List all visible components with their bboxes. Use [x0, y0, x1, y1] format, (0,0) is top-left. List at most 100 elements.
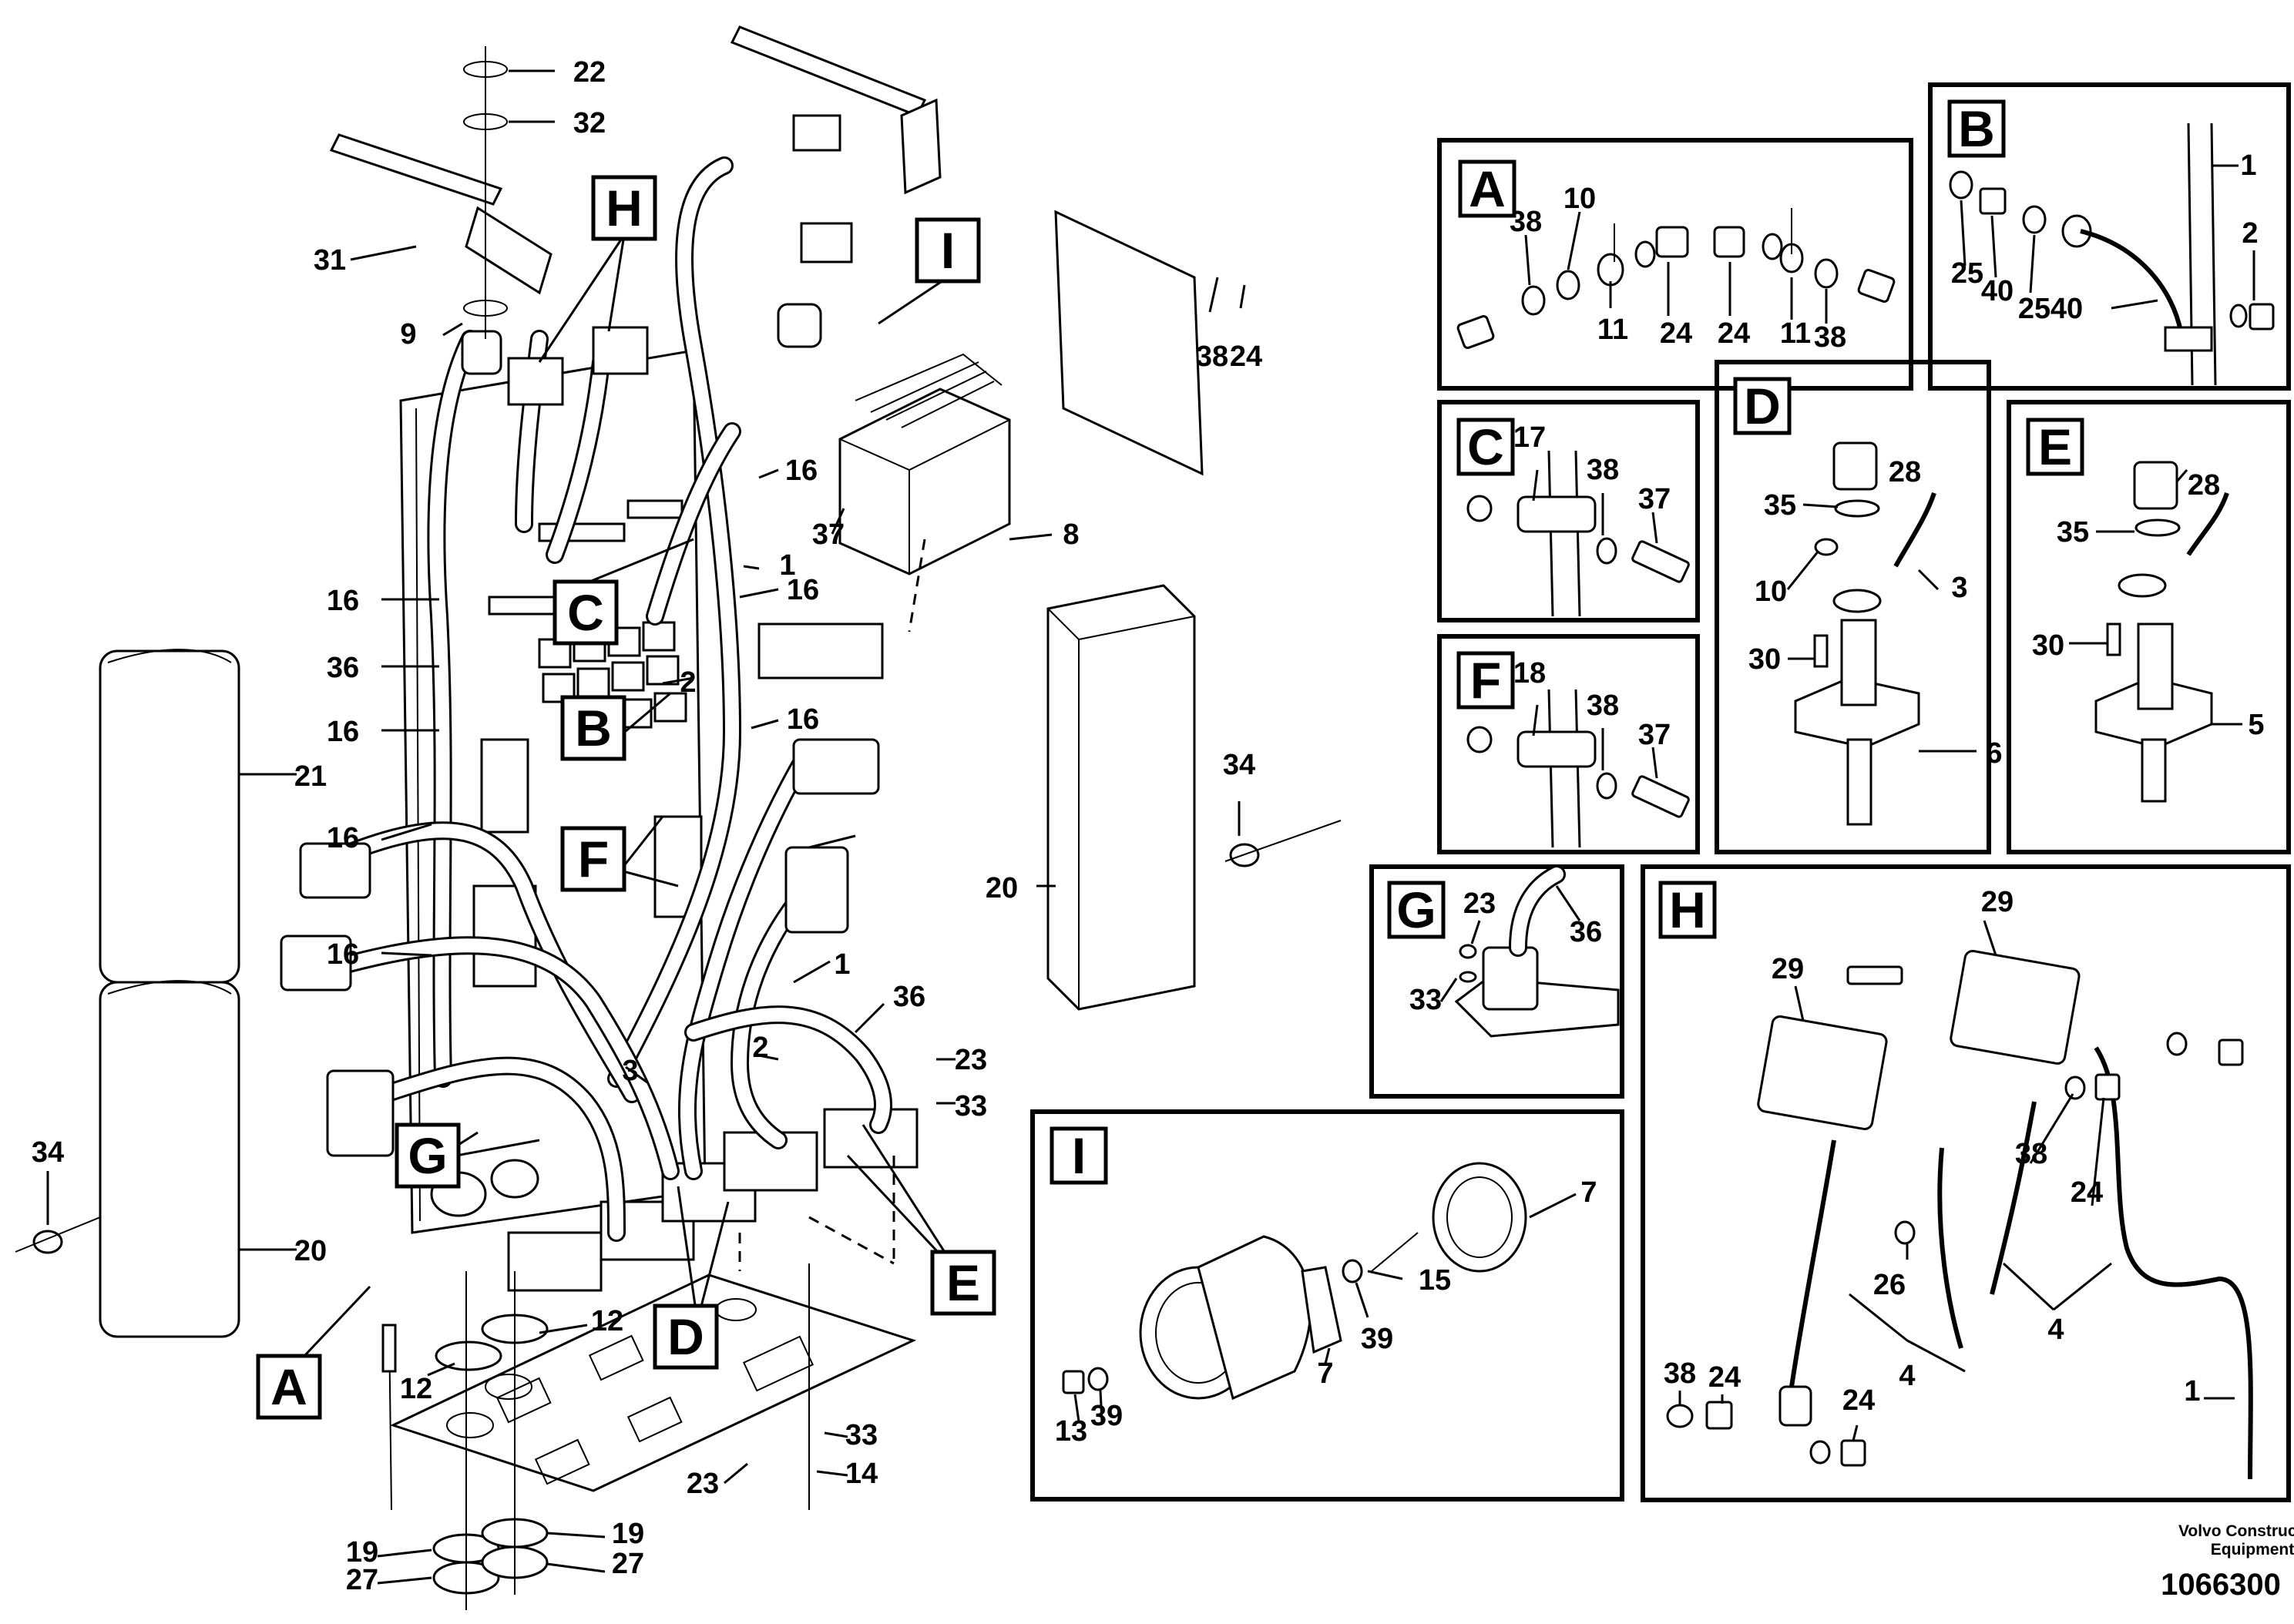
callout-h-24: 24: [1708, 1361, 1741, 1394]
svg-text:F: F: [578, 830, 609, 887]
svg-text:D: D: [1744, 377, 1781, 435]
callout-d-10: 10: [1755, 575, 1787, 608]
loose-connector: [792, 738, 880, 795]
svg-text:C: C: [1467, 418, 1504, 475]
callout-d-28: 28: [1889, 456, 1921, 488]
callout-main-2: 2: [680, 666, 696, 699]
callout-main-16: 16: [327, 822, 359, 854]
svg-text:H: H: [606, 180, 643, 237]
bracket-31: [329, 133, 503, 206]
callout-a-11: 11: [1597, 314, 1628, 346]
panel-connector: [480, 738, 529, 834]
callout-main-12: 12: [591, 1305, 623, 1337]
callout-main-34: 34: [32, 1136, 64, 1169]
detail-f-parts: [1466, 689, 1690, 848]
locator-tag-d: D: [653, 1304, 719, 1370]
detail-h-parts: [1666, 950, 2253, 1480]
relay-module: [592, 326, 649, 375]
svg-text:I: I: [941, 222, 955, 279]
detail-panel-g: [1369, 864, 1624, 1099]
callout-g-23: 23: [1463, 887, 1496, 920]
locator-tag-a: A: [256, 1354, 322, 1420]
callout-d-30: 30: [1748, 643, 1781, 676]
callout-b-40: 40: [2050, 293, 2083, 325]
callout-main-14: 14: [845, 1458, 878, 1490]
callout-b-1: 1: [2240, 149, 2256, 182]
callout-f-18: 18: [1513, 657, 1546, 690]
callout-a-24: 24: [1660, 317, 1692, 350]
cover-20-side: [1046, 584, 1196, 1011]
callout-main-19: 19: [346, 1536, 378, 1569]
callout-main-37: 37: [812, 518, 845, 551]
callout-main-24: 24: [1230, 341, 1262, 373]
callout-b-2: 2: [2242, 217, 2258, 250]
callout-e-30: 30: [2032, 629, 2064, 662]
detail-panel-a: [1437, 138, 1913, 391]
callout-b-25: 25: [2018, 293, 2050, 325]
callout-b-25: 25: [1951, 257, 1983, 290]
relay-module: [507, 357, 564, 406]
callout-h-4: 4: [1899, 1360, 1915, 1392]
callout-main-16: 16: [327, 716, 359, 748]
seal-12: [435, 1340, 502, 1371]
callout-main-2: 2: [752, 1032, 768, 1064]
detail-tag-b: B: [1947, 99, 2006, 158]
detail-tag-a: A: [1458, 159, 1516, 218]
callout-main-16: 16: [787, 574, 819, 606]
detail-c-parts: [1466, 450, 1690, 617]
callout-h-29: 29: [1772, 953, 1804, 985]
callout-h-4: 4: [2047, 1314, 2064, 1346]
svg-text:G: G: [408, 1127, 447, 1184]
callout-main-19: 19: [612, 1518, 644, 1550]
callout-main-8: 8: [1063, 518, 1079, 551]
svg-text:A: A: [1469, 160, 1506, 217]
detail-tag-g: G: [1387, 881, 1446, 939]
callout-main-23: 23: [955, 1044, 987, 1076]
callout-c-38: 38: [1587, 454, 1619, 486]
detail-d-parts: [1794, 441, 1936, 826]
svg-text:E: E: [946, 1254, 980, 1311]
callout-d-6: 6: [1986, 737, 2002, 770]
cover-20: [99, 981, 240, 1338]
brand-line-1: Volvo Construction: [2178, 1522, 2294, 1540]
callout-g-36: 36: [1570, 916, 1602, 948]
loose-connector: [299, 842, 371, 899]
svg-text:F: F: [1470, 652, 1501, 709]
locator-tag-e: E: [930, 1250, 996, 1316]
plug-connector: [792, 114, 841, 152]
detail-g-parts: [1454, 865, 1620, 1038]
callout-b-40: 40: [1981, 275, 2014, 307]
callout-main-16: 16: [327, 938, 359, 971]
part-number: 1066300: [2161, 1568, 2281, 1602]
callout-main-32: 32: [573, 107, 606, 139]
callout-main-20: 20: [986, 872, 1018, 904]
callout-e-28: 28: [2188, 469, 2220, 502]
callout-h-24: 24: [1842, 1384, 1875, 1417]
callout-main-3: 3: [622, 1055, 638, 1087]
callout-i-39: 39: [1090, 1400, 1123, 1432]
ecu-8: [838, 353, 1011, 575]
detail-tag-c: C: [1456, 418, 1515, 476]
callout-c-17: 17: [1513, 421, 1546, 454]
svg-text:I: I: [1072, 1127, 1086, 1184]
callout-main-16: 16: [785, 455, 818, 487]
callout-h-1: 1: [2184, 1375, 2200, 1408]
fuse-rows: [488, 499, 683, 616]
svg-text:G: G: [1396, 881, 1436, 938]
detail-panel-i: [1030, 1109, 1624, 1502]
svg-text:C: C: [567, 584, 604, 641]
detail-tag-f: F: [1456, 651, 1515, 710]
svg-text:B: B: [1958, 100, 1995, 157]
callout-main-12: 12: [400, 1373, 432, 1405]
round-connector: [490, 1159, 539, 1199]
callout-main-21: 21: [294, 760, 327, 793]
locator-tag-i: I: [915, 217, 981, 284]
mount-connectors: [507, 1108, 919, 1292]
locator-tag-c: C: [553, 579, 619, 646]
callout-main-27: 27: [612, 1548, 644, 1580]
cover-21: [99, 649, 240, 984]
locator-tag-b: B: [560, 695, 626, 761]
callout-a-11: 11: [1780, 317, 1811, 350]
detail-tag-h: H: [1658, 881, 1717, 939]
